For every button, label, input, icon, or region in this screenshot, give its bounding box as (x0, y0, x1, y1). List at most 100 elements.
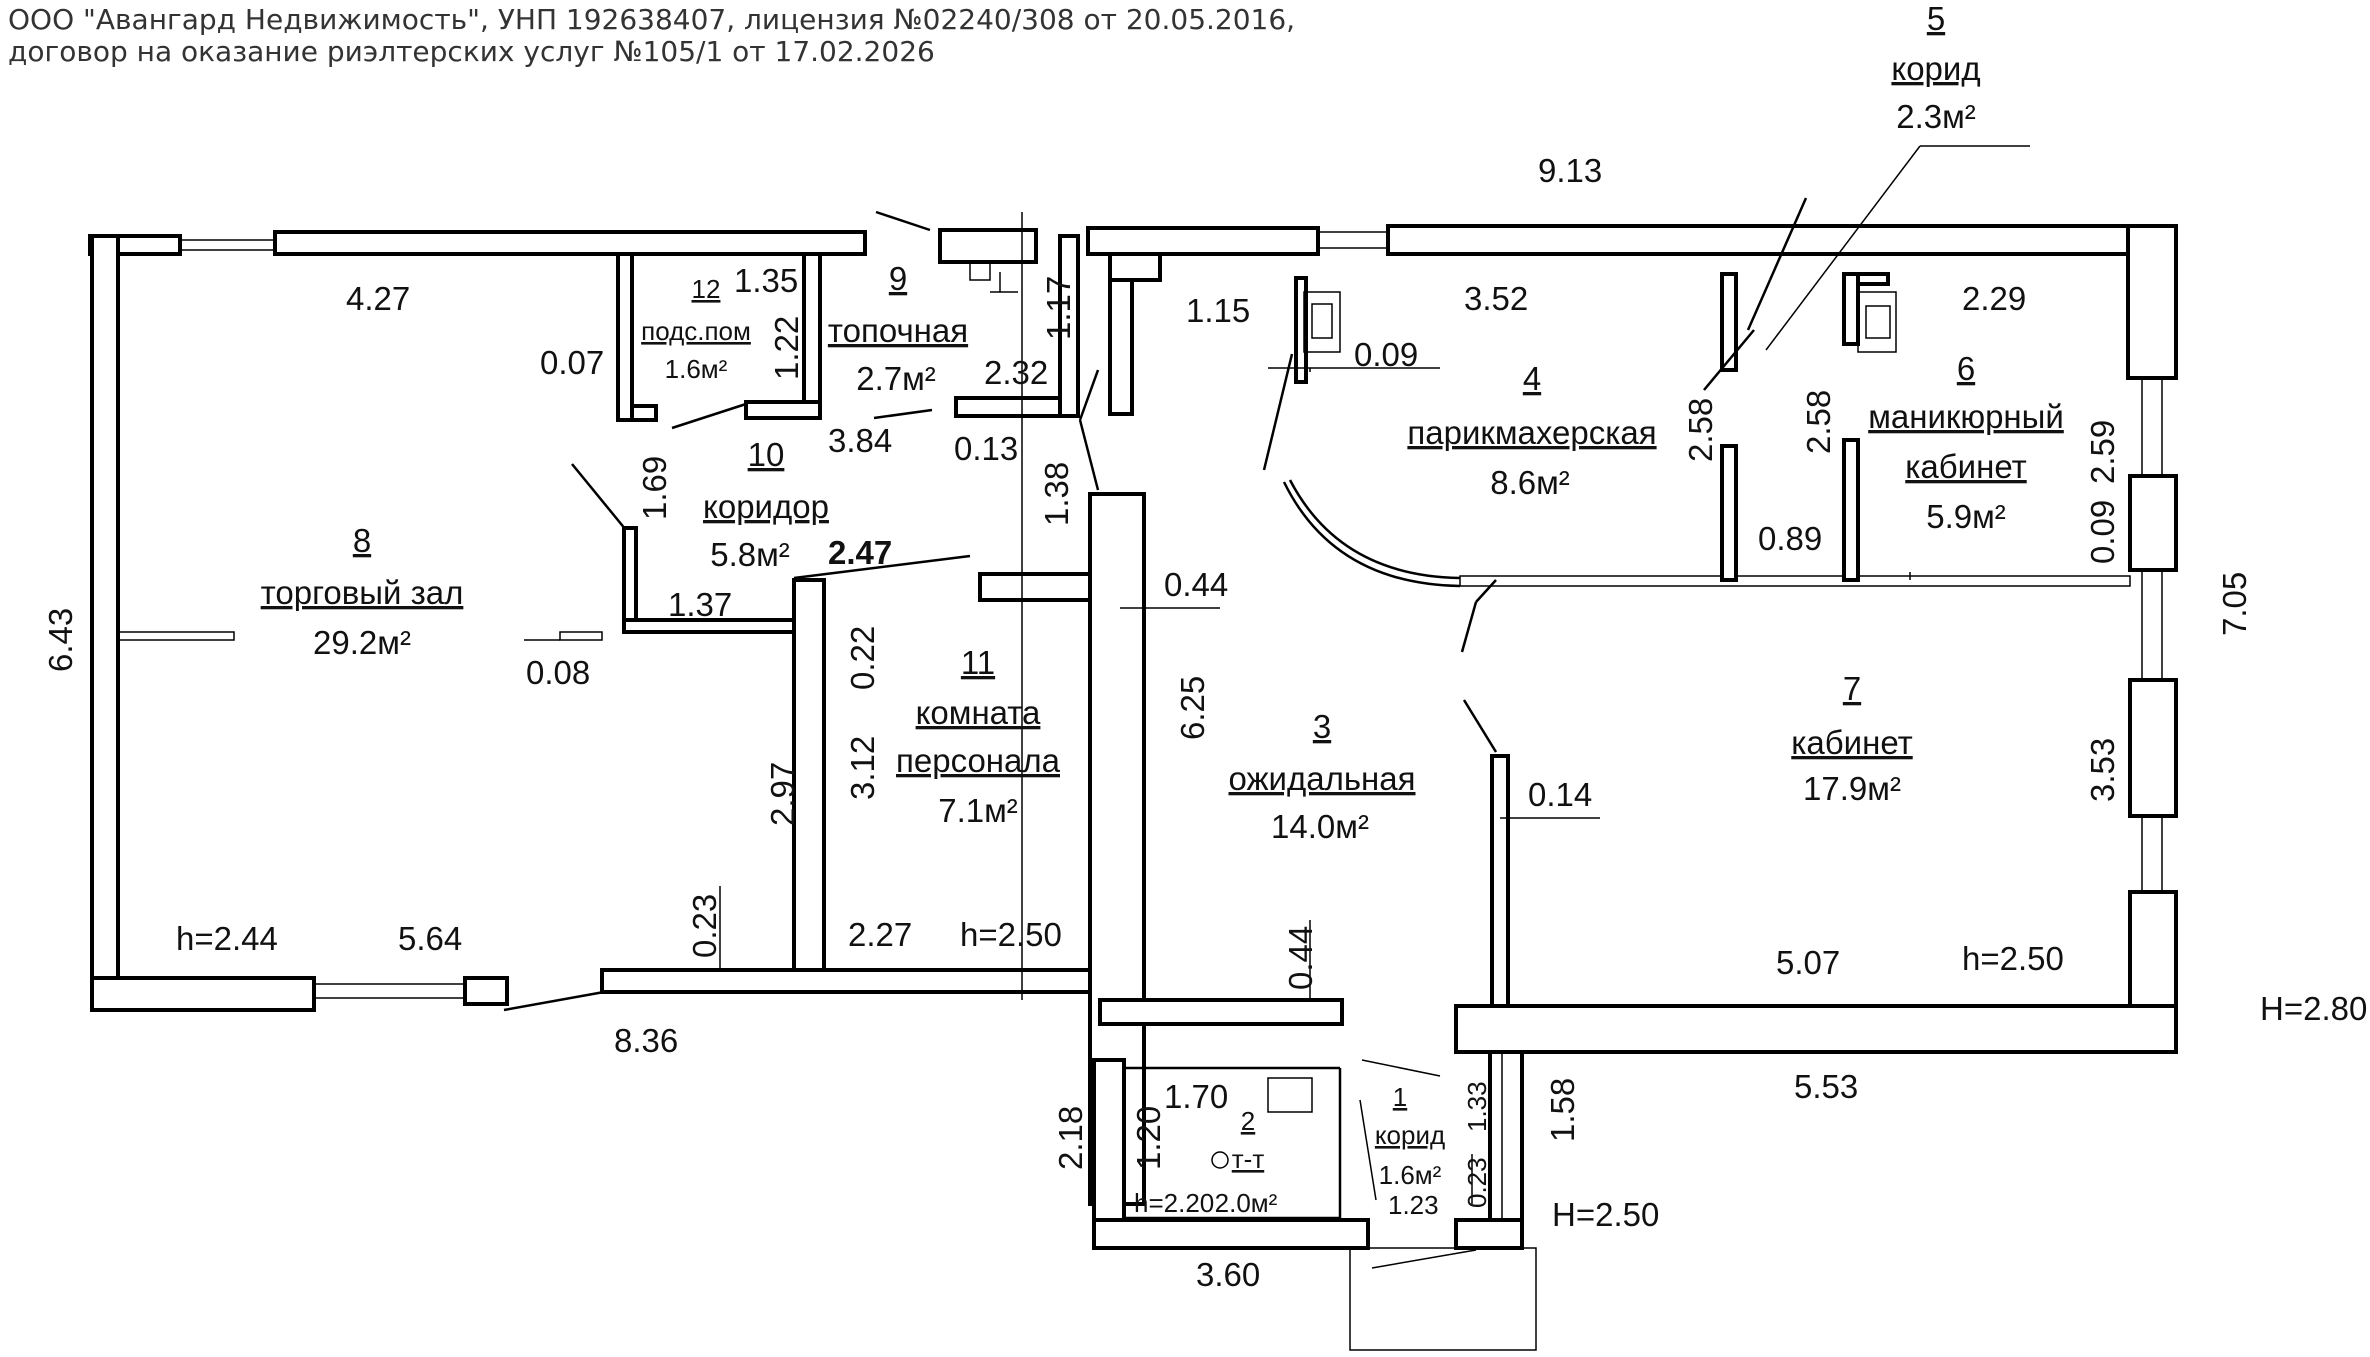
partition-4-bottom (1459, 575, 2131, 587)
dim-0-89: 0.89 (1758, 520, 1822, 557)
wall-waiting-bottom (1098, 998, 1344, 1026)
wall-left (90, 234, 120, 1012)
dim-1-58: 1.58 (1544, 1078, 1581, 1142)
dim-0-07: 0.07 (540, 344, 604, 381)
dim-0-09b: 0.09 (2084, 500, 2121, 564)
room-5-name: корид (1891, 50, 1980, 87)
room-8-name: торговый зал (261, 574, 464, 611)
wall-bottom-left-b (463, 976, 509, 1006)
dim-5-07: 5.07 (1776, 944, 1840, 981)
dim-1-33: 1.33 (1462, 1081, 1492, 1132)
dim-1-38: 1.38 (1038, 462, 1075, 526)
room-8-area: 29.2м² (313, 624, 411, 661)
partition-9-bottom (954, 396, 1062, 418)
room-5-number: 5 (1927, 0, 1945, 37)
wall-bottom-right (1454, 1004, 2178, 1054)
dim-4-27: 4.27 (346, 280, 410, 317)
dim-7-05: 7.05 (2216, 572, 2253, 636)
dim-9-13: 9.13 (1538, 152, 1602, 189)
wall-bottom-left-a (90, 976, 316, 1012)
partition-5-lower (1720, 444, 1738, 582)
partition-9-right (1058, 234, 1080, 418)
room-10-name: коридор (703, 488, 829, 525)
dim-2-29: 2.29 (1962, 280, 2026, 317)
dim-5-64: 5.64 (398, 920, 462, 957)
room-6-area: 5.9м² (1926, 498, 2006, 535)
room-11-area: 7.1м² (938, 792, 1018, 829)
dim-0-44a: 0.44 (1164, 566, 1228, 603)
dim-6-43: 6.43 (42, 608, 79, 672)
dim-2-58a: 2.58 (1682, 398, 1719, 462)
dim-0-23a: 0.23 (686, 894, 723, 958)
height-h-2-50-b: h=2.50 (1962, 940, 2064, 977)
room-12-area: 1.6м² (665, 354, 728, 384)
wall-right-a (2126, 224, 2178, 380)
dim-0-23b: 0.23 (1462, 1157, 1492, 1208)
room-11-name2: персонала (896, 742, 1061, 779)
room-7-area: 17.9м² (1803, 770, 1901, 807)
room-11-number: 11 (961, 644, 995, 681)
room-6-name2: кабинет (1905, 448, 2026, 485)
partition-10-left (622, 526, 638, 630)
dim-1-15: 1.15 (1186, 292, 1250, 329)
room-12-number: 12 (692, 274, 721, 304)
dim-0-14: 0.14 (1528, 776, 1592, 813)
room-3-name: ожидальная (1229, 760, 1416, 797)
wall-right-b (2128, 474, 2178, 572)
room-1-name: корид (1375, 1120, 1445, 1150)
room-2-number: 2 (1241, 1106, 1255, 1136)
dim-3-60: 3.60 (1196, 1256, 1260, 1293)
wc-toilet (1211, 1151, 1229, 1169)
wall-top-right-a (1086, 226, 1320, 256)
room-9-name: топочная (828, 312, 968, 349)
wall-right-c (2128, 678, 2178, 818)
dim-3-12: 3.12 (844, 736, 881, 800)
height-H-2-50: H=2.50 (1552, 1196, 1659, 1233)
height-h-2-44: h=2.44 (176, 920, 278, 957)
dim-1-17: 1.17 (1040, 276, 1077, 340)
dim-2-59: 2.59 (2084, 420, 2121, 484)
partition-8-stub (117, 631, 235, 641)
partition-11-top (978, 572, 1092, 602)
dim-5-53: 5.53 (1794, 1068, 1858, 1105)
dim-1-69: 1.69 (636, 456, 673, 520)
agency-header: ООО "Авангард Недвижимость", УНП 1926384… (8, 4, 1295, 68)
wall-corridor-right (1488, 1050, 1524, 1250)
dim-3-52: 3.52 (1464, 280, 1528, 317)
room-2-name: т-т (1232, 1144, 1265, 1174)
room-1-area: 1.6м² (1379, 1160, 1442, 1190)
dim-0-09a: 0.09 (1354, 336, 1418, 373)
room-4-name: парикмахерская (1407, 414, 1656, 451)
room-6-name1: маникюрный (1868, 398, 2064, 435)
header-line-2: договор на оказание риэлтерских услуг №1… (8, 35, 935, 68)
room-7-name: кабинет (1791, 724, 1912, 761)
room-7-number: 7 (1843, 670, 1861, 707)
room-4-number: 4 (1523, 360, 1541, 397)
dim-0-44b: 0.44 (1282, 926, 1319, 990)
dim-1-70: 1.70 (1164, 1078, 1228, 1115)
dim-6-25: 6.25 (1174, 676, 1211, 740)
dim-1-35: 1.35 (734, 262, 798, 299)
partition-11-left (792, 578, 826, 972)
partition-5-left (1720, 272, 1738, 372)
dim-0-08: 0.08 (526, 654, 590, 691)
sink-4 (1303, 291, 1341, 353)
partition-6-left (1842, 272, 1860, 346)
wall-corridor-right-b (1454, 1218, 1524, 1250)
dim-2-27: 2.27 (848, 916, 912, 953)
partition-6-lower (1842, 438, 1860, 582)
wc-fixture (1267, 1077, 1313, 1113)
dim-2-32: 2.32 (984, 354, 1048, 391)
room-3-number: 3 (1313, 708, 1331, 745)
dim-1-37: 1.37 (668, 586, 732, 623)
dim-2-18: 2.18 (1052, 1106, 1089, 1170)
room-1-number: 1 (1393, 1082, 1407, 1112)
dim-1-20: 1.20 (1130, 1106, 1167, 1170)
room-10-area: 5.8м² (710, 536, 790, 573)
room-10-number: 10 (748, 436, 785, 473)
wall-top-left-b (273, 230, 867, 256)
room-3-area: 14.0м² (1271, 808, 1369, 845)
dim-0-13: 0.13 (954, 430, 1018, 467)
